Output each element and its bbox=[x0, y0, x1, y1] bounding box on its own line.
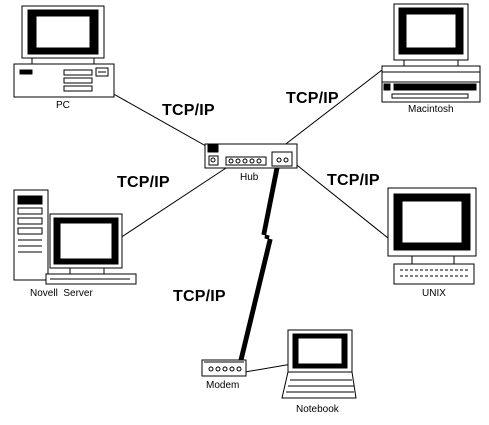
unix-icon bbox=[387, 187, 477, 285]
hub-icon bbox=[204, 143, 298, 169]
novell-server-icon bbox=[13, 189, 137, 285]
novell-server-label: Novell Server bbox=[30, 288, 93, 299]
macintosh-label: Macintosh bbox=[408, 104, 454, 115]
modem-icon bbox=[201, 359, 247, 377]
unix-label: UNIX bbox=[422, 288, 446, 299]
link-mac-hub bbox=[277, 69, 383, 151]
pc-label: PC bbox=[56, 100, 70, 111]
protocol-label-server-link: TCP/IP bbox=[117, 174, 170, 191]
pc-icon bbox=[13, 5, 115, 98]
notebook-icon bbox=[281, 329, 357, 399]
link-modem-notebook bbox=[244, 363, 293, 373]
hub-label: Hub bbox=[240, 172, 259, 183]
protocol-label-pc-link: TCP/IP bbox=[162, 102, 215, 119]
connections bbox=[109, 69, 389, 373]
protocol-label-unix-link: TCP/IP bbox=[327, 172, 380, 189]
protocol-label-modem-link: TCP/IP bbox=[173, 288, 226, 305]
protocol-label-mac-link: TCP/IP bbox=[286, 90, 339, 107]
link-server-hub bbox=[119, 167, 227, 239]
lightning-link-hub-modem bbox=[238, 167, 280, 361]
notebook-label: Notebook bbox=[296, 404, 339, 415]
modem-label: Modem bbox=[206, 380, 240, 391]
link-unix-hub bbox=[292, 161, 389, 239]
link-pc-hub bbox=[109, 91, 214, 151]
macintosh-icon bbox=[381, 3, 481, 103]
